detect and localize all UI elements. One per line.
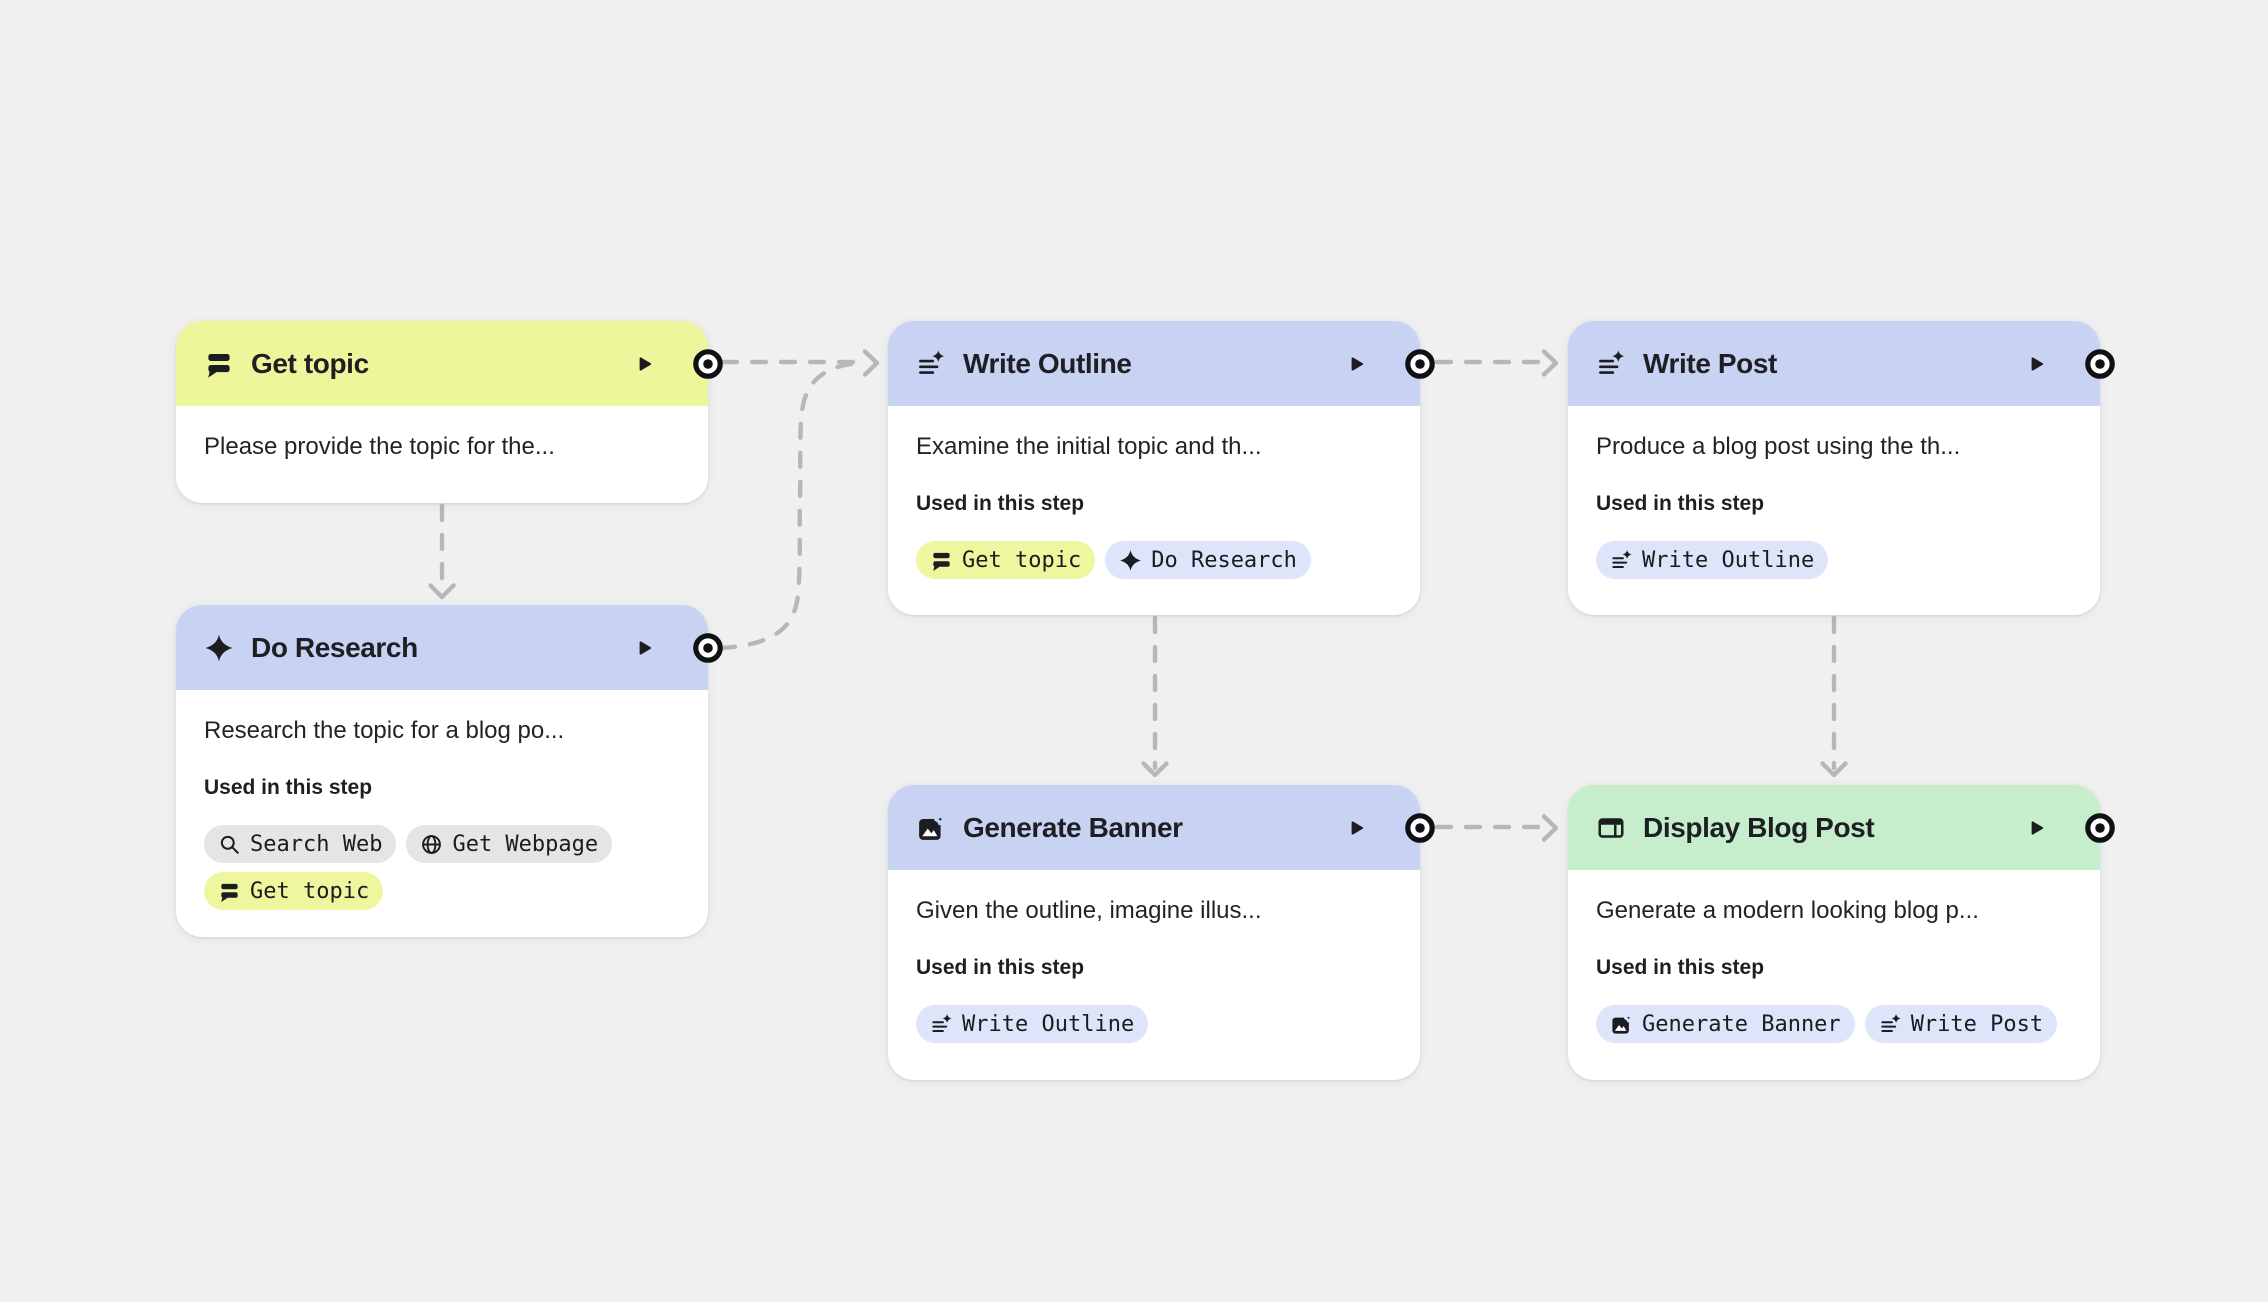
used-in-step-label: Used in this step — [204, 776, 373, 799]
tool-chip[interactable]: Get topic — [916, 541, 1096, 579]
tool-chip[interactable]: Generate Banner — [1596, 1005, 1855, 1043]
edge-arrowhead — [428, 583, 456, 600]
run-step-button[interactable] — [630, 350, 658, 378]
run-step-button[interactable] — [2022, 350, 2050, 378]
output-port-icon[interactable] — [2083, 347, 2117, 381]
sparkle-icon — [1119, 549, 1142, 572]
run-step-button[interactable] — [630, 634, 658, 662]
tool-chip[interactable]: Do Research — [1105, 541, 1311, 579]
image-sparkle-icon — [916, 813, 946, 843]
node-title: Write Post — [1643, 347, 1777, 379]
play-icon — [633, 353, 655, 375]
web-layout-icon — [1596, 813, 1626, 843]
sparkle-icon — [204, 633, 234, 663]
used-in-step-label: Used in this step — [1596, 956, 1765, 979]
play-icon — [1345, 817, 1367, 839]
play-icon — [2025, 353, 2047, 375]
edge-arrowhead — [1141, 761, 1169, 778]
node-header: Display Blog Post — [1568, 785, 2100, 870]
tool-chip-label: Get topic — [962, 547, 1082, 573]
tool-chip-label: Write Outline — [962, 1011, 1135, 1037]
edge-arrowhead — [1820, 761, 1848, 778]
tool-chip[interactable]: Search Web — [204, 825, 397, 863]
tool-chip-label: Generate Banner — [1642, 1011, 1841, 1037]
node-write-post[interactable]: Write Post Produce a blog post using the… — [1568, 321, 2100, 615]
edge-arrowhead — [1541, 349, 1559, 377]
output-port-icon[interactable] — [691, 347, 725, 381]
used-in-step-label: Used in this step — [916, 492, 1085, 515]
write-sparkle-icon — [916, 349, 946, 379]
node-title: Display Blog Post — [1643, 811, 1875, 843]
tool-chip-label: Search Web — [250, 831, 383, 857]
edge-arrowhead — [1541, 814, 1559, 842]
chat-input-icon — [930, 549, 953, 572]
globe-icon — [420, 833, 443, 856]
node-description: Given the outline, imagine illus... — [916, 897, 1262, 924]
image-sparkle-icon — [1610, 1013, 1633, 1036]
tool-chip[interactable]: Write Outline — [1596, 541, 1829, 579]
node-generate-banner[interactable]: Generate Banner Given the outline, imagi… — [888, 785, 1420, 1080]
tool-chip[interactable]: Get topic — [204, 872, 384, 910]
play-icon — [2025, 817, 2047, 839]
node-body: Given the outline, imagine illus... Used… — [888, 870, 1420, 1069]
edge-do-research-to-write-outline — [718, 360, 867, 651]
used-in-step-label: Used in this step — [1596, 492, 1765, 515]
tool-chip-label: Get topic — [250, 878, 370, 904]
node-description: Generate a modern looking blog p... — [1596, 897, 1979, 924]
node-header: Write Outline — [888, 321, 1420, 406]
node-description: Research the topic for a blog po... — [204, 717, 565, 744]
tool-chip-label: Write Post — [1910, 1011, 2044, 1037]
node-title: Get topic — [251, 347, 369, 379]
node-display-blog-post[interactable]: Display Blog Post Generate a modern look… — [1568, 785, 2100, 1080]
tool-chip-label: Write Outline — [1642, 547, 1815, 573]
node-body: Examine the initial topic and th... Used… — [888, 406, 1420, 605]
play-icon — [633, 637, 655, 659]
run-step-button[interactable] — [1342, 814, 1370, 842]
play-icon — [1345, 353, 1367, 375]
tool-chip-list: Write Outline — [916, 1005, 1392, 1043]
node-description: Examine the initial topic and th... — [916, 433, 1262, 460]
node-body: Produce a blog post using the th... Used… — [1568, 406, 2100, 605]
node-header: Write Post — [1568, 321, 2100, 406]
node-title: Generate Banner — [963, 811, 1183, 843]
output-port-icon[interactable] — [1403, 347, 1437, 381]
node-title: Do Research — [251, 631, 418, 663]
tool-chip[interactable]: Write Outline — [916, 1005, 1149, 1043]
node-description: Please provide the topic for the... — [204, 433, 555, 460]
tool-chip-list: Search Web Get Webpage Get topic — [204, 825, 680, 910]
write-sparkle-icon — [1596, 349, 1626, 379]
tool-chip[interactable]: Get Webpage — [406, 825, 613, 863]
tool-chip-list: Write Outline — [1596, 541, 2072, 579]
write-sparkle-icon — [1879, 1013, 1902, 1036]
node-header: Do Research — [176, 605, 708, 690]
search-icon — [218, 833, 241, 856]
write-sparkle-icon — [1610, 549, 1633, 572]
node-body: Research the topic for a blog po... Used… — [176, 690, 708, 936]
node-get-topic[interactable]: Get topic Please provide the topic for t… — [176, 321, 708, 503]
output-port-icon[interactable] — [2083, 811, 2117, 845]
node-title: Write Outline — [963, 347, 1132, 379]
output-port-icon[interactable] — [691, 631, 725, 665]
node-write-outline[interactable]: Write Outline Examine the initial topic … — [888, 321, 1420, 615]
node-do-research[interactable]: Do Research Research the topic for a blo… — [176, 605, 708, 937]
node-description: Produce a blog post using the th... — [1596, 433, 1961, 460]
output-port-icon[interactable] — [1403, 811, 1437, 845]
node-header: Generate Banner — [888, 785, 1420, 870]
write-sparkle-icon — [930, 1013, 953, 1036]
chat-input-icon — [204, 349, 234, 379]
edge-arrowhead — [862, 349, 880, 377]
node-header: Get topic — [176, 321, 708, 406]
used-in-step-label: Used in this step — [916, 956, 1085, 979]
node-body: Please provide the topic for the... — [176, 406, 708, 490]
chat-input-icon — [218, 880, 241, 903]
tool-chip-list: Generate Banner Write Post — [1596, 1005, 2072, 1043]
node-body: Generate a modern looking blog p... Used… — [1568, 870, 2100, 1069]
tool-chip-list: Get topic Do Research — [916, 541, 1392, 579]
tool-chip-label: Do Research — [1151, 547, 1297, 573]
run-step-button[interactable] — [1342, 350, 1370, 378]
tool-chip-label: Get Webpage — [452, 831, 599, 857]
run-step-button[interactable] — [2022, 814, 2050, 842]
tool-chip[interactable]: Write Post — [1864, 1005, 2058, 1043]
